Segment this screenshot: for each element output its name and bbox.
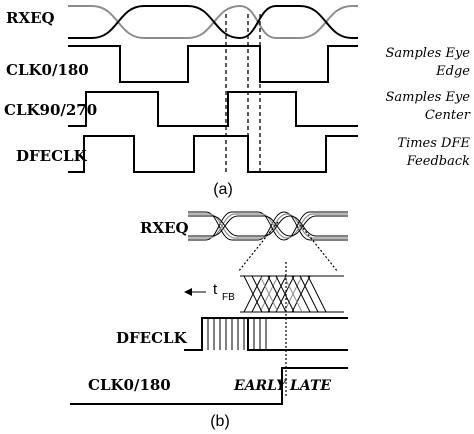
clk0-waveform-a (68, 45, 358, 83)
tfb-label: t (213, 281, 218, 298)
rxeq-trace-gray (68, 4, 358, 39)
zoomed-eye-crossing (240, 275, 344, 313)
note-clk90-line2: Center (425, 108, 471, 123)
zoom-line-left (237, 221, 279, 273)
note-clk90-line1: Samples Eye (386, 90, 471, 105)
panel-b: RXEQ (70, 211, 348, 430)
dfeclk-waveform-b (184, 317, 348, 351)
early-label: EARLY (233, 378, 288, 394)
dfeclk-waveform-a (68, 135, 358, 173)
rxeq-trace-black (68, 5, 358, 40)
signal-label-dfeclk-b: DFECLK (116, 329, 188, 347)
clk90-waveform-a (68, 91, 358, 127)
late-label: LATE (289, 378, 331, 394)
caption-a: (a) (213, 181, 233, 198)
signal-label-rxeq-a: RXEQ (6, 9, 55, 27)
signal-label-clk0-a: CLK0/180 (6, 61, 89, 79)
note-dfeclk-line1: Times DFE (397, 136, 470, 151)
tfb-subscript: FB (222, 292, 235, 303)
signal-label-clk0-b: CLK0/180 (88, 376, 171, 394)
caption-b: (b) (210, 413, 230, 430)
clk0-waveform-b (70, 367, 348, 405)
note-clk0-line2: Edge (435, 64, 470, 79)
rxeq-eye-b (188, 211, 348, 241)
signal-label-clk90-a: CLK90/270 (4, 101, 97, 119)
tfb-arrow-head (184, 288, 192, 296)
panel-a: RXEQ CLK0/180 CLK90/270 DFECLK Samples E… (4, 4, 471, 198)
note-dfeclk-line2: Feedback (406, 154, 470, 169)
signal-label-rxeq-b: RXEQ (140, 219, 189, 237)
zoom-line-right (297, 221, 339, 273)
signal-label-dfeclk-a: DFECLK (16, 147, 88, 165)
rxeq-eye-a (68, 4, 358, 40)
note-clk0-line1: Samples Eye (386, 46, 471, 61)
